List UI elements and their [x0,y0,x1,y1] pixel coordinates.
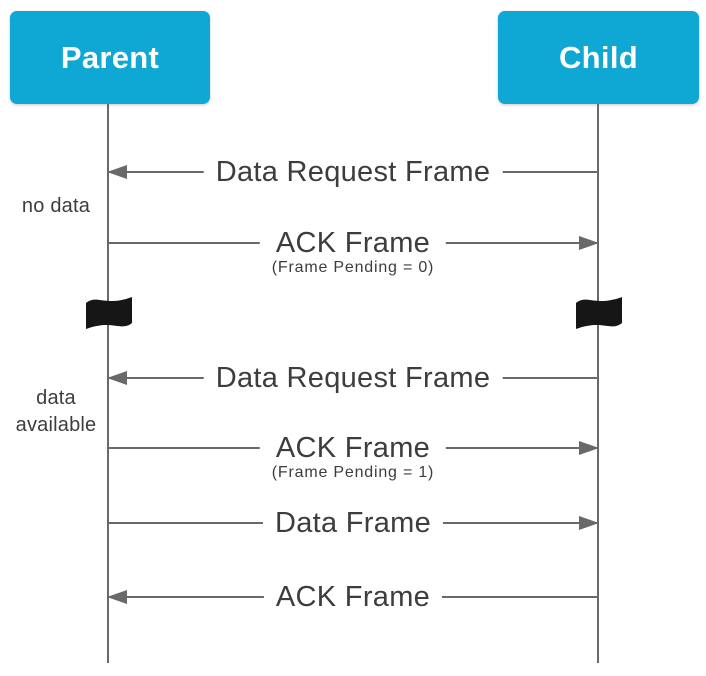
message-ack-1: ACK Frame (Frame Pending = 0) [108,227,599,283]
arrowhead-right-icon [579,236,599,250]
message-label: Data Request Frame [203,362,503,394]
message-text: Data Frame [274,507,432,539]
annotation-no-data: no data [21,195,91,217]
flag-icon [574,292,624,334]
message-label: ACK Frame [263,581,443,613]
arrowhead-left-icon [107,371,127,385]
actor-label-child: Child [559,39,638,75]
flag-icon [84,292,134,334]
message-text: ACK Frame [275,581,431,613]
message-label: Data Frame [262,507,444,539]
message-data-request-2: Data Request Frame [107,362,598,418]
actor-box-parent: Parent [10,11,210,104]
arrowhead-right-icon [579,516,599,530]
message-data-request-1: Data Request Frame [107,156,598,212]
message-ack-2: ACK Frame (Frame Pending = 1) [108,432,599,488]
message-subtext: (Frame Pending = 1) [271,464,435,481]
annotation-data-available: data available [15,387,97,436]
arrowhead-left-icon [107,590,127,604]
actor-box-child: Child [498,11,699,104]
message-ack-3: ACK Frame [107,581,598,637]
message-text: Data Request Frame [215,156,491,188]
message-label: Data Request Frame [203,156,503,188]
lifeline-child [597,104,599,663]
message-text: Data Request Frame [215,362,491,394]
arrowhead-left-icon [107,165,127,179]
message-text: ACK Frame [275,432,431,464]
arrowhead-right-icon [579,441,599,455]
message-data-frame: Data Frame [108,507,599,563]
message-text: ACK Frame [275,227,431,259]
message-subtext: (Frame Pending = 0) [271,259,435,276]
message-label: ACK Frame (Frame Pending = 0) [259,227,447,276]
message-label: ACK Frame (Frame Pending = 1) [259,432,447,481]
actor-label-parent: Parent [60,39,160,75]
